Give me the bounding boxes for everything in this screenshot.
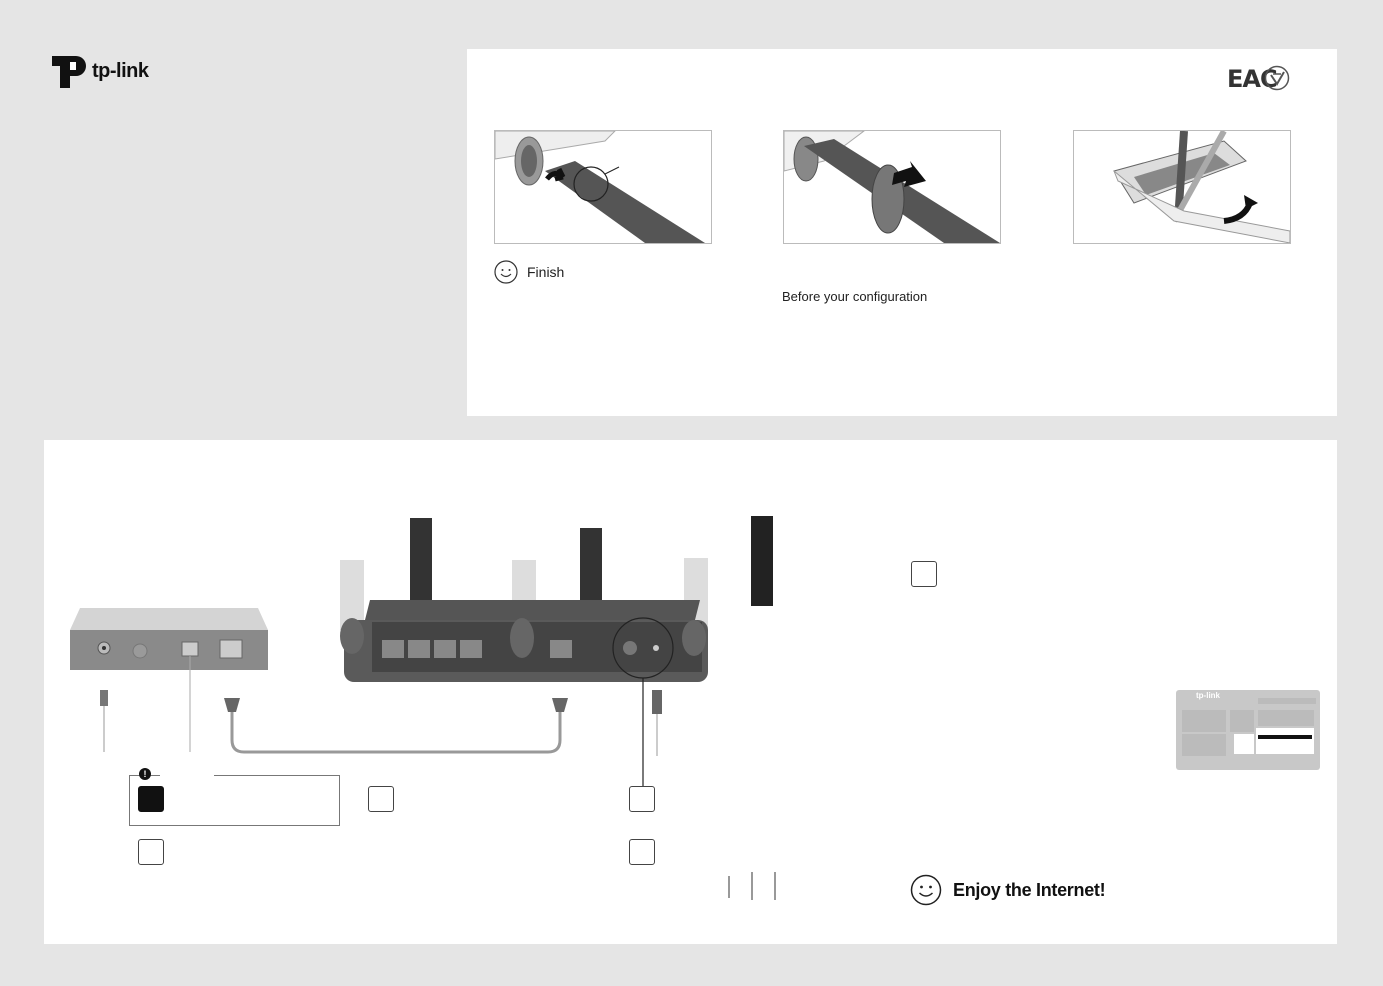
step-box: [368, 786, 394, 812]
warning-note-frame: [129, 775, 340, 826]
web-ui-logo: tp-link: [1196, 691, 1220, 700]
warning-icon: !: [139, 768, 151, 780]
antenna-attach-step-3-image: [1073, 130, 1291, 244]
smiley-icon: [494, 260, 518, 284]
step-box: [911, 561, 937, 587]
brand-name: tp-link: [92, 60, 149, 82]
before-configuration-label: Before your configuration: [782, 289, 928, 304]
antenna-attach-step-1-image: [494, 130, 712, 244]
certification-check-icon: [1264, 65, 1290, 91]
step-box: [138, 839, 164, 865]
finish-label: Finish: [527, 264, 565, 280]
tp-link-logo-icon: [52, 56, 86, 88]
step-box-filled: [138, 786, 164, 812]
antenna-attach-step-2-image: [783, 130, 1001, 244]
step-box: [629, 839, 655, 865]
enjoy-internet-label: Enjoy the Internet!: [953, 880, 1106, 900]
connection-diagram-panel: [44, 440, 1337, 944]
step-box: [629, 786, 655, 812]
web-management-page-thumbnail: [1176, 690, 1320, 770]
smiley-icon: [910, 874, 942, 906]
